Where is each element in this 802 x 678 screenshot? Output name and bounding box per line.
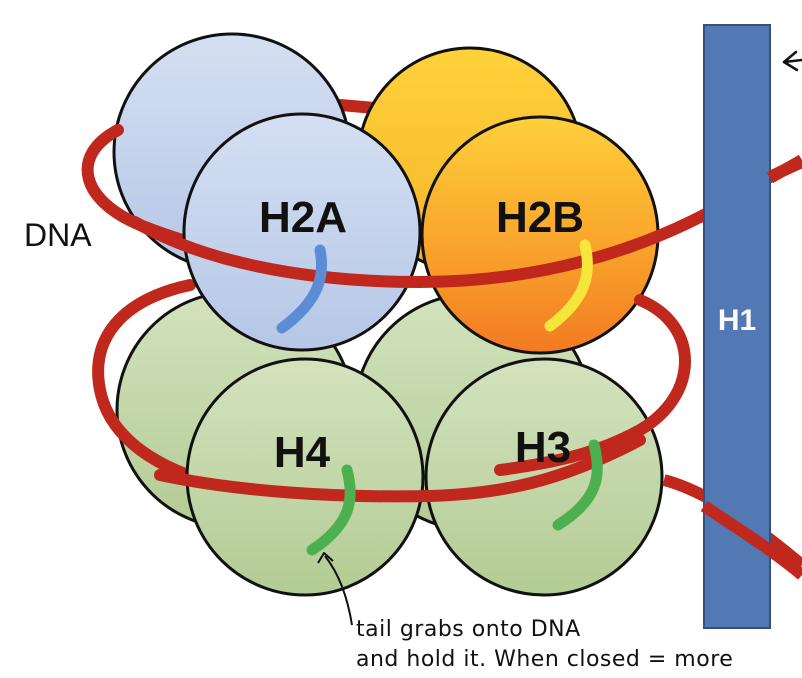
dna-exit-lower-right	[700, 501, 802, 580]
h4-tail	[306, 464, 356, 556]
dna-exit-upper-right	[766, 154, 802, 184]
h2a-tail	[276, 244, 328, 334]
arrow-top-right-icon	[782, 50, 802, 72]
h4-label: H4	[274, 428, 331, 477]
annotation-line-1: tail grabs onto DNA	[356, 617, 581, 642]
h2b-tail	[544, 239, 593, 332]
annotation-arrowhead-icon	[317, 552, 334, 564]
h2b-label: H2B	[496, 193, 584, 242]
h2a-label: H2A	[259, 193, 347, 242]
annotation-arrow	[324, 555, 353, 626]
h3-tail	[552, 439, 603, 531]
dna-front-upper	[129, 190, 744, 289]
dna-lower-left-loop	[92, 279, 226, 491]
dna-label: DNA	[24, 217, 92, 253]
h3-label: H3	[515, 423, 571, 472]
dna-right-loop	[494, 294, 691, 476]
annotation-line-2: and hold it. When closed = more	[356, 647, 733, 672]
h4-circle	[185, 357, 425, 597]
h1-label: H1	[718, 304, 756, 337]
dna-front-lower	[154, 434, 646, 503]
h2a-circle	[182, 112, 422, 352]
